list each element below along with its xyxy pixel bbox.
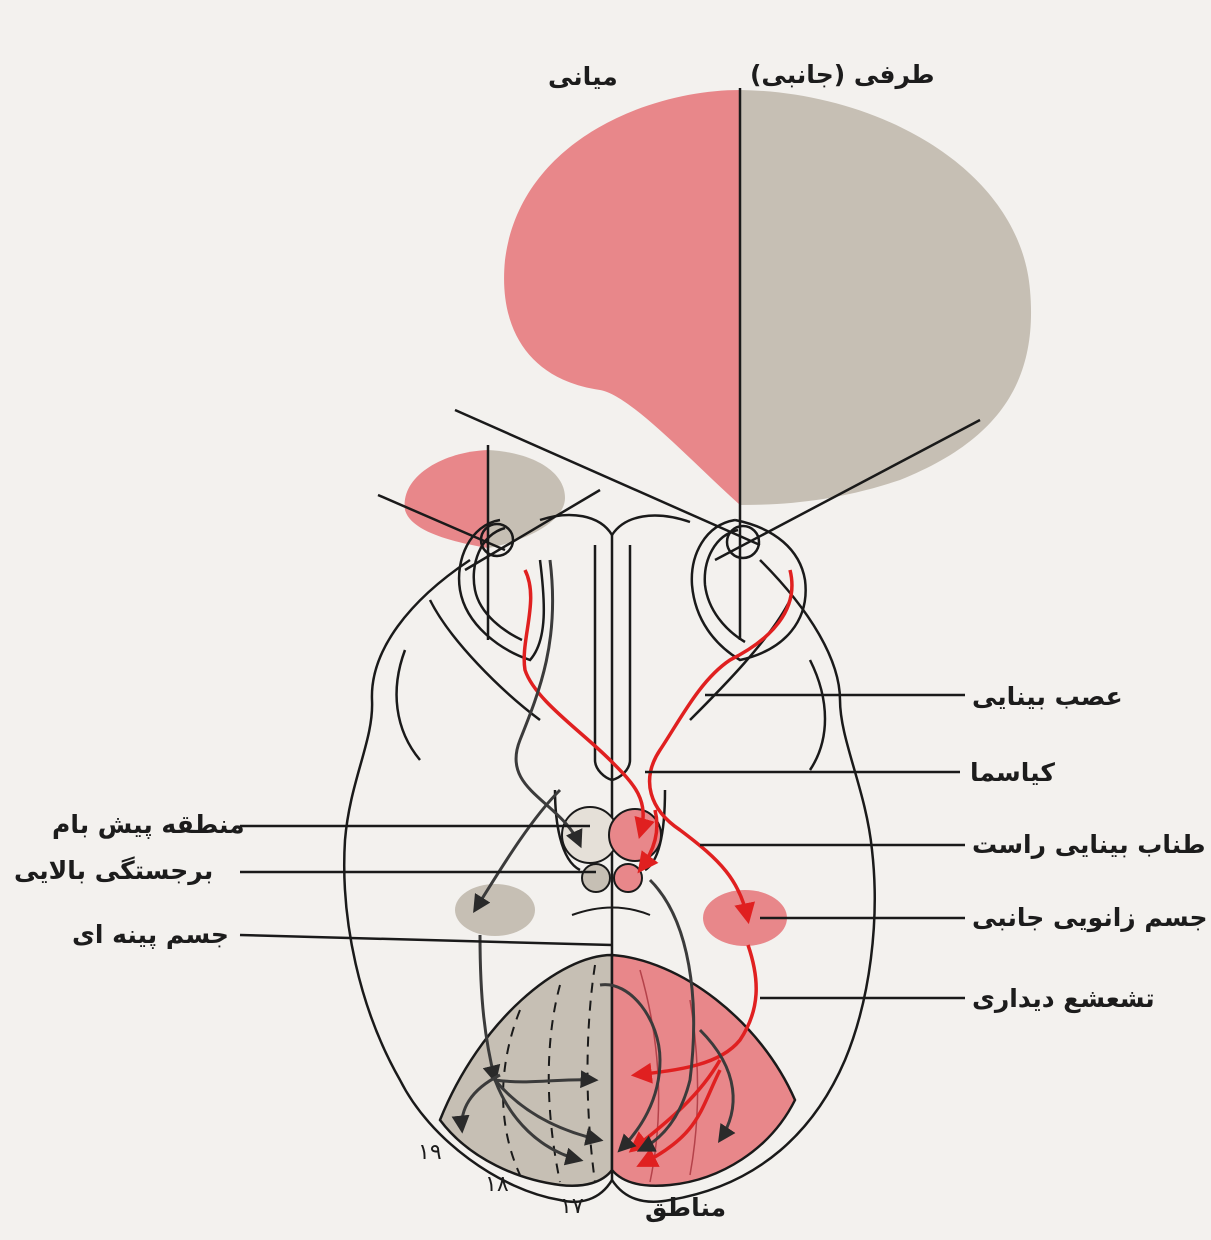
cortex-gray <box>440 955 612 1186</box>
label-medial: میانی <box>548 62 618 91</box>
label-chiasma: کیاسما <box>970 758 1055 787</box>
label-superior-colliculus: برجستگی بالایی <box>14 856 213 885</box>
label-corpus-callosum: جسم پینه ای <box>72 920 229 949</box>
label-area-18: ۱۸ <box>485 1172 509 1197</box>
label-optic-radiation: تشعشع دیداری <box>972 984 1155 1013</box>
right-visual-field <box>504 88 1031 640</box>
label-optic-nerve: عصب بینایی <box>972 682 1123 711</box>
label-lateral: طرفی (جانبی) <box>750 60 935 89</box>
label-area-17: ۱۷ <box>560 1194 584 1219</box>
label-lateral-geniculate: جسم زانویی جانبی <box>972 903 1207 932</box>
label-right-optic-tract: طناب بینایی راست <box>972 830 1206 859</box>
medial-half-field <box>504 90 740 505</box>
left-lgn <box>455 884 535 936</box>
leader-callosum <box>240 935 612 945</box>
label-area-19: ۱۹ <box>418 1140 442 1165</box>
cortex-red <box>612 955 795 1186</box>
label-areas: مناطق <box>645 1193 726 1222</box>
label-pretectal-area: منطقه پیش بام <box>52 810 245 839</box>
lateral-half-field <box>740 90 1031 505</box>
